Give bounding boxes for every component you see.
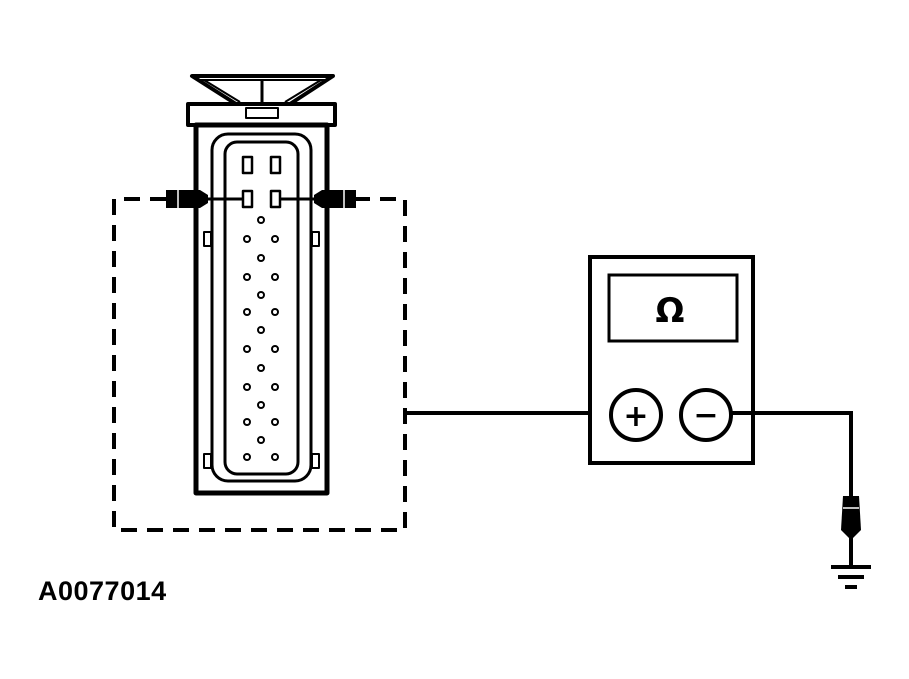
test-probe-left-icon (166, 190, 243, 208)
jumper-wire-dashed (112, 197, 407, 532)
meter-display (607, 273, 739, 343)
ohmmeter-icon: Ω + − (588, 255, 755, 465)
negative-terminal-symbol: − (693, 398, 718, 433)
meter-display-symbol: Ω (656, 291, 685, 331)
connector-pin-holes (243, 216, 279, 461)
figure-id-label: A0077014 (38, 576, 167, 606)
test-probe-right-icon (280, 190, 356, 208)
connector-icon (186, 74, 337, 496)
positive-terminal-symbol: + (623, 399, 648, 434)
lead-to-ground (731, 411, 853, 498)
ground-probe-icon (841, 496, 861, 566)
ground-symbol-icon (831, 565, 871, 589)
meter-positive-terminal (609, 388, 663, 442)
